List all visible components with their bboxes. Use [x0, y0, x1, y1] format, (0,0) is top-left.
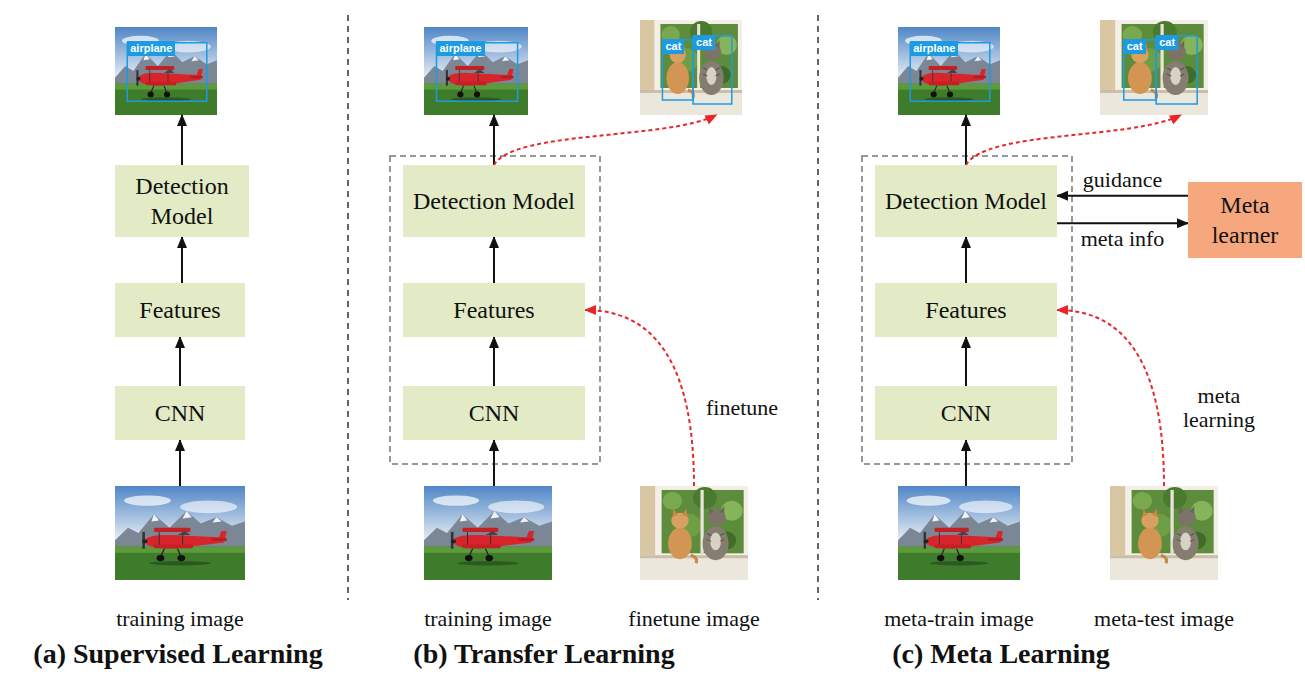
box-label: Features: [453, 295, 534, 325]
box-label: Features: [139, 295, 220, 325]
process-box: Detection Model: [115, 165, 249, 237]
image-node: airplane: [898, 27, 1000, 115]
airplane-picture: [115, 27, 217, 115]
flow-arrow: [1057, 195, 1188, 197]
box-label: Detection Model: [413, 186, 575, 216]
box-label: Detection Model: [885, 186, 1047, 216]
flow-arrow: [493, 115, 495, 165]
edge-label: guidance: [1081, 168, 1164, 192]
airplane-picture: [898, 486, 1020, 580]
process-box: Features: [115, 283, 245, 337]
flow-arrow: [965, 237, 967, 283]
image-caption: finetune image: [628, 606, 759, 631]
edge-label: meta learning: [1174, 384, 1264, 432]
image-node: airplane: [424, 27, 528, 115]
airplane-picture: [115, 486, 245, 580]
image-node: meta-test image: [1110, 486, 1218, 580]
transfer-arrow: [585, 310, 694, 486]
cat-picture: [640, 20, 742, 115]
flow-arrow: [493, 440, 495, 486]
flow-arrow: [493, 337, 495, 386]
panel-caption: (a) Supervised Learning: [33, 638, 322, 670]
edge-label: finetune: [704, 396, 780, 420]
image-node: meta-train image: [898, 486, 1020, 580]
box-label: Detection Model: [121, 171, 243, 231]
image-caption: meta-test image: [1094, 606, 1234, 631]
airplane-picture: [424, 27, 528, 115]
process-box: Detection Model: [403, 165, 585, 237]
flow-arrow: [181, 115, 183, 165]
edge-label: meta info: [1079, 227, 1167, 251]
cat-picture: [1110, 486, 1218, 580]
flow-arrow: [493, 237, 495, 283]
flow-arrow: [179, 440, 181, 486]
flow-arrow: [179, 337, 181, 386]
transfer-arrow: [966, 115, 1181, 165]
image-caption: training image: [424, 606, 552, 631]
airplane-picture: [898, 27, 1000, 115]
cat-picture: [1100, 20, 1208, 115]
class-tag: cat: [1156, 35, 1178, 50]
flow-arrow: [181, 237, 183, 283]
process-box: CNN: [403, 386, 585, 440]
class-tag: airplane: [910, 41, 958, 56]
image-node: training image: [115, 486, 245, 580]
panel-separator: [817, 15, 819, 600]
panel-caption: (c) Meta Learning: [892, 638, 1110, 670]
flow-arrow: [965, 337, 967, 386]
meta-learner-box: Meta learner: [1188, 182, 1302, 258]
image-node: catcat: [1100, 20, 1208, 115]
model-group-outline: [390, 156, 600, 464]
box-label: CNN: [469, 398, 520, 428]
model-group-outline: [862, 156, 1072, 464]
class-tag: cat: [1124, 39, 1146, 54]
class-tag: cat: [662, 39, 684, 54]
transfer-arrow: [494, 115, 717, 165]
box-label: Meta learner: [1194, 190, 1296, 250]
box-label: Features: [925, 295, 1006, 325]
process-box: Features: [875, 283, 1057, 337]
class-tag: airplane: [127, 41, 175, 56]
image-node: catcat: [640, 20, 742, 115]
transfer-arrow: [1057, 310, 1164, 486]
flow-arrow: [965, 440, 967, 486]
flow-arrow: [965, 115, 967, 165]
box-label: CNN: [155, 398, 206, 428]
image-caption: training image: [116, 606, 244, 631]
panel-separator: [347, 15, 349, 600]
process-box: CNN: [115, 386, 245, 440]
image-caption: meta-train image: [884, 606, 1034, 631]
panel-caption: (b) Transfer Learning: [413, 638, 674, 670]
process-box: CNN: [875, 386, 1057, 440]
process-box: Detection Model: [875, 165, 1057, 237]
cat-picture: [640, 486, 748, 580]
image-node: training image: [424, 486, 552, 580]
image-node: airplane: [115, 27, 217, 115]
class-tag: cat: [693, 35, 715, 50]
image-node: finetune image: [640, 486, 748, 580]
class-tag: airplane: [436, 41, 484, 56]
process-box: Features: [403, 283, 585, 337]
box-label: CNN: [941, 398, 992, 428]
airplane-picture: [424, 486, 552, 580]
flow-arrow: [1057, 222, 1188, 224]
